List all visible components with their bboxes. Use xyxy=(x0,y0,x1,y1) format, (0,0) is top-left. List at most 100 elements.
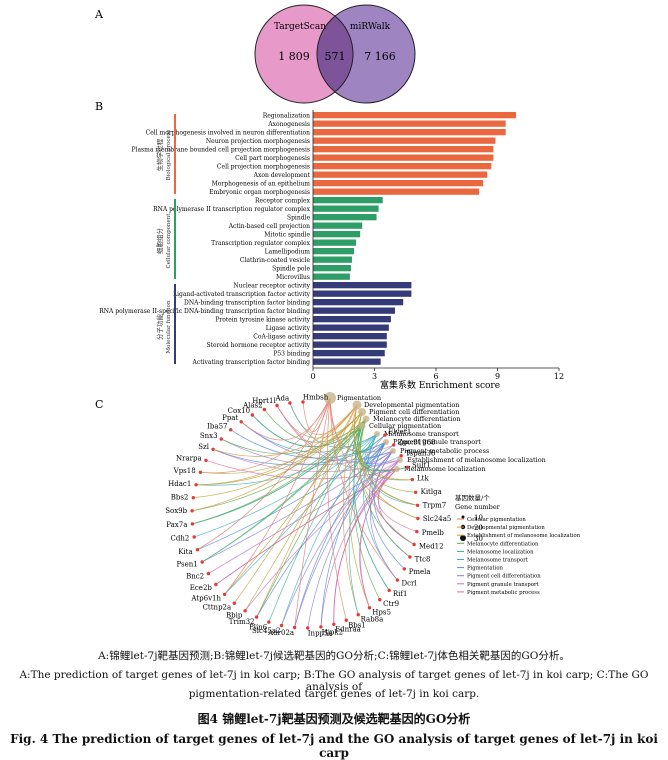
gene-node xyxy=(219,437,223,441)
gene-label: Bbip xyxy=(226,612,243,620)
gene-label: Hdac1 xyxy=(168,480,191,488)
gene-label: Hprt1l xyxy=(252,397,276,405)
gene-node xyxy=(414,490,418,494)
network-edge xyxy=(302,397,331,432)
network-edge xyxy=(294,397,331,628)
network-edge xyxy=(365,434,394,464)
gene-label: Iba57 xyxy=(207,423,227,431)
term-legend-label: Pigment granule transport xyxy=(467,582,540,588)
size-legend-dot-30 xyxy=(460,535,466,541)
bar-label: Plasma membrane bounded cell projection … xyxy=(132,147,310,154)
gene-label: Snx3 xyxy=(200,432,218,440)
gene-node xyxy=(392,443,396,447)
gene-node xyxy=(250,413,255,417)
venn-count-overlap: 571 xyxy=(325,50,346,63)
term-label: Pigment metabolic process xyxy=(400,447,489,455)
gene-label: Hjpk2 xyxy=(322,628,343,636)
network-edge xyxy=(202,425,363,563)
gene-node xyxy=(301,400,305,404)
network-edge xyxy=(212,448,401,473)
panel-b-label: B xyxy=(95,100,103,113)
network-edge xyxy=(200,397,331,474)
bar-label: Activating transcription factor binding xyxy=(192,359,311,366)
gene-label: Pmelb xyxy=(422,529,445,537)
bar xyxy=(313,248,354,255)
network-edge xyxy=(224,397,331,595)
term-node xyxy=(362,415,370,423)
bar-label: Actin-based cell projection xyxy=(228,223,310,230)
bar xyxy=(313,299,404,306)
gene-node xyxy=(356,613,360,617)
network-edge xyxy=(230,429,387,459)
gene-label: Sulf1 xyxy=(412,462,431,470)
x-axis-label: 富集系数 Enrichment score xyxy=(380,379,500,391)
bar-label: RNA polymerase II transcription regulato… xyxy=(153,206,311,213)
gene-label: Szl xyxy=(198,443,209,451)
caption-line-3: pigmentation-related target genes of let… xyxy=(188,688,480,700)
network-edge xyxy=(333,459,401,625)
bar-label: Spindle pole xyxy=(272,266,310,273)
network-edge xyxy=(359,418,411,558)
gene-node xyxy=(387,588,391,593)
gene-label: Ctr9 xyxy=(383,600,399,608)
bar-label: Cell part morphogenesis xyxy=(235,155,310,162)
gene-label: Atp6v1h xyxy=(190,594,221,602)
group-label-bp-en: Biological process xyxy=(166,129,172,180)
bar-label: Ligase activity xyxy=(266,325,311,332)
gene-label: Dcrl xyxy=(402,580,418,588)
size-legend-value-20: 20 xyxy=(474,524,483,532)
bar-label: Regionalization xyxy=(263,113,310,120)
network-edge xyxy=(212,404,358,457)
gene-node xyxy=(415,529,419,534)
venn-count-right: 7 166 xyxy=(364,50,396,63)
gene-label: Ltk xyxy=(417,475,429,483)
gene-label: Cdh2 xyxy=(170,534,189,542)
gene-label: Hps5 xyxy=(372,608,391,616)
term-label: Establishment of melanosome localization xyxy=(407,456,546,464)
figure-canvas: A TargetScan miRWalk 1 809 571 7 166 B R… xyxy=(94,4,581,638)
bar xyxy=(313,188,480,195)
gene-label: Bbs2 xyxy=(171,493,189,501)
gene-node xyxy=(198,470,203,474)
bar-label: Receptor complex xyxy=(255,198,311,205)
gene-node xyxy=(415,503,420,507)
bar-label: Cell projection morphogenesis xyxy=(217,164,310,171)
gene-node xyxy=(191,496,195,500)
term-node xyxy=(383,439,389,445)
gene-node xyxy=(243,609,247,613)
gene-label: Sox9b xyxy=(165,507,187,515)
group-label-mf-en: Molecular function xyxy=(166,300,172,353)
bar-label: DNA-binding transcription factor binding xyxy=(184,300,310,307)
venn-overlap xyxy=(316,16,354,92)
gene-label: Hmbsh xyxy=(303,394,329,402)
gene-label: Flver1 xyxy=(388,428,411,436)
gene-label: Alas2 xyxy=(242,401,263,409)
gene-label: Slc45a2 xyxy=(252,627,281,635)
gene-label: Ada xyxy=(274,395,289,403)
term-legend-label: Pigment cell differentiation xyxy=(467,574,541,580)
gene-label: Slc24a5 xyxy=(423,515,452,523)
term-label: Melanosome transport xyxy=(384,430,459,438)
term-node xyxy=(397,457,403,463)
panel-c-label: C xyxy=(95,398,103,411)
size-legend-title-en: Gene number xyxy=(455,503,501,511)
network-edge xyxy=(196,433,378,486)
gene-node xyxy=(383,433,387,437)
term-node xyxy=(390,448,396,454)
bar xyxy=(313,146,494,153)
x-tick-label: 12 xyxy=(554,372,564,381)
network-edge xyxy=(196,404,358,486)
size-legend-title-cn: 基因数量/个 xyxy=(455,493,490,502)
gene-label: Med12 xyxy=(419,542,444,550)
term-label: Melanocyte differentiation xyxy=(373,415,461,423)
gene-node xyxy=(206,571,211,576)
gene-label: Pax7a xyxy=(166,521,187,529)
bar-label: Mitotic spindle xyxy=(264,232,310,239)
network-edge xyxy=(224,411,363,595)
gene-node xyxy=(306,626,310,630)
term-node xyxy=(358,422,366,430)
bar-label: Morphogenesis of an epithelium xyxy=(212,181,311,188)
term-legend-label: Developmental pigmentation xyxy=(467,525,545,531)
